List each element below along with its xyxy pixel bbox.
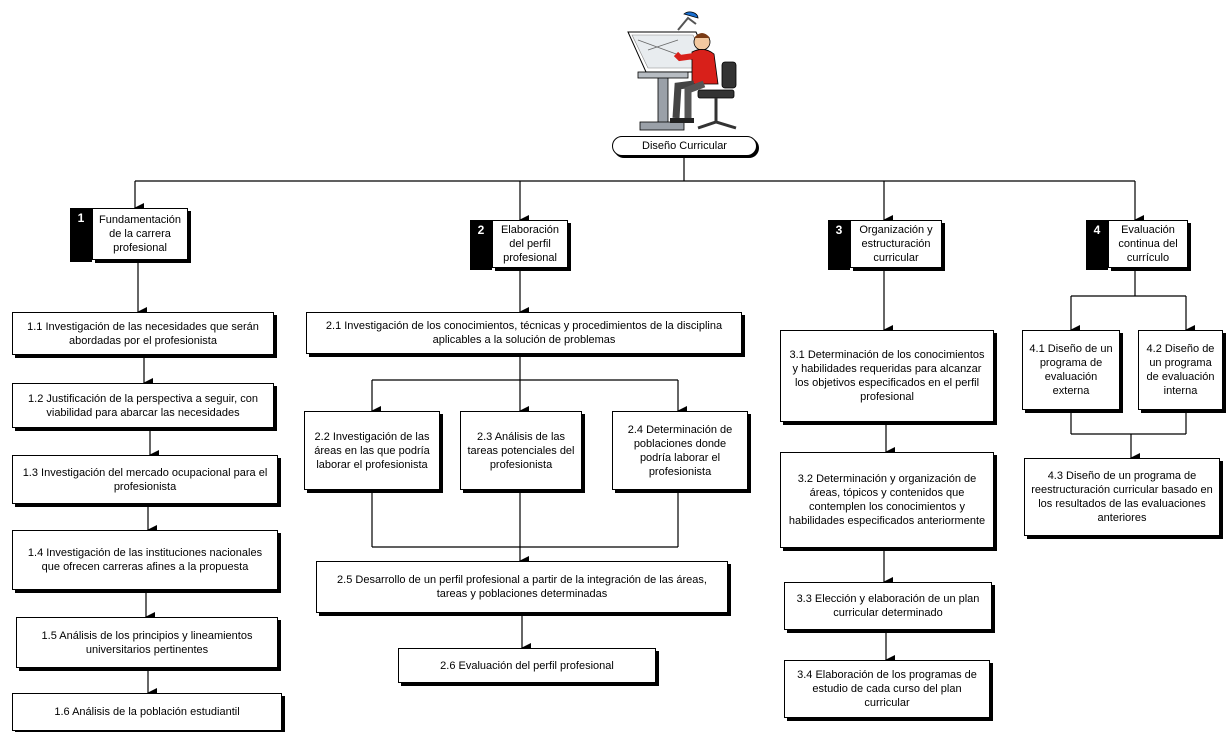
phase-2-number: 2 [470,220,492,270]
step-3-1: 3.1 Determinación de los conocimientos y… [780,330,994,422]
phase-3-label: Organización y estructuración curricular [850,220,942,268]
root-label: Diseño Curricular [642,140,727,152]
step-2-5: 2.5 Desarrollo de un perfil profesional … [316,561,728,613]
step-1-2: 1.2 Justificación de la perspectiva a se… [12,383,274,428]
step-1-1: 1.1 Investigación de las necesidades que… [12,312,274,355]
phase-4-label: Evaluación continua del currículo [1108,220,1188,268]
phase-1-label: Fundamentación de la carrera profesional [92,208,188,260]
designer-illustration [627,11,737,131]
step-3-3: 3.3 Elección y elaboración de un plan cu… [784,582,992,630]
step-3-4: 3.4 Elaboración de los programas de estu… [784,660,990,718]
phase-4-number: 4 [1086,220,1108,270]
step-2-2: 2.2 Investigación de las áreas en las qu… [304,411,440,490]
root-node: Diseño Curricular [612,136,757,156]
step-4-2: 4.2 Diseño de un programa de evaluación … [1138,330,1223,410]
phase-1-number: 1 [70,208,92,262]
phase-2-label: Elaboración del perfil profesional [492,220,568,268]
step-4-1: 4.1 Diseño de un programa de evaluación … [1022,330,1120,410]
phase-3-header: 3 Organización y estructuración curricul… [828,220,944,270]
step-1-6: 1.6 Análisis de la población estudiantil [12,693,282,731]
step-2-6: 2.6 Evaluación del perfil profesional [398,648,656,683]
phase-1-header: 1 Fundamentación de la carrera profesion… [70,208,190,262]
phase-3-number: 3 [828,220,850,270]
step-4-3: 4.3 Diseño de un programa de reestructur… [1024,458,1220,536]
step-3-2: 3.2 Determinación y organización de área… [780,452,994,548]
phase-2-header: 2 Elaboración del perfil profesional [470,220,570,270]
step-2-3: 2.3 Análisis de las tareas potenciales d… [460,411,582,490]
step-2-1: 2.1 Investigación de los conocimientos, … [306,312,742,354]
phase-4-header: 4 Evaluación continua del currículo [1086,220,1190,270]
step-1-3: 1.3 Investigación del mercado ocupaciona… [12,455,278,504]
step-2-4: 2.4 Determinación de poblaciones donde p… [612,411,748,490]
step-1-5: 1.5 Análisis de los principios y lineami… [16,617,278,668]
step-1-4: 1.4 Investigación de las instituciones n… [12,530,278,590]
